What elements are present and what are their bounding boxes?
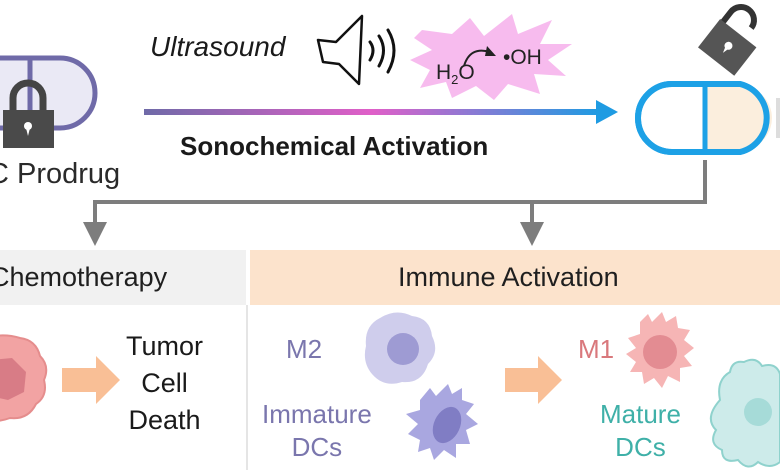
immune-flow-arrow-icon: [505, 356, 562, 404]
hydroxyl-radical-label: •OH: [503, 46, 542, 69]
panel-divider: [246, 305, 248, 470]
reaction-arrowhead-icon: [485, 46, 496, 56]
ultrasound-label: Ultrasound: [150, 31, 286, 62]
mature-dc-label: Mature DCs: [600, 399, 681, 462]
m2-label: M2: [286, 334, 323, 364]
padlock-open-icon: [698, 4, 757, 76]
water-h: H: [436, 61, 452, 84]
chemo-flow-arrow-icon: [62, 356, 120, 404]
branch-connector: [93, 160, 707, 226]
tumor-cell-death-label: Tumor Cell Death: [126, 331, 204, 435]
water-subscript: 2: [451, 72, 459, 88]
immature-dc-icon: [406, 384, 478, 460]
tumor-cell-icon: [0, 334, 48, 422]
mature-dc-icon: [709, 358, 780, 468]
active-capsule-icon: [635, 81, 772, 155]
prodrug-label: C Prodrug: [0, 158, 121, 190]
speaker-icon: [316, 14, 364, 86]
water-formula: H2O: [436, 62, 475, 86]
starburst-icon: [410, 14, 572, 100]
water-o: O: [458, 61, 475, 84]
sound-waves-icon: [368, 28, 396, 74]
chemotherapy-header: Chemotherapy: [0, 250, 246, 305]
padlock-closed-icon: [3, 79, 54, 148]
chemotherapy-title: Chemotherapy: [0, 262, 168, 292]
chemo-branch-arrowhead: [83, 222, 107, 246]
process-title: Sonochemical Activation: [180, 131, 489, 161]
m2-macrophage-icon: [364, 312, 436, 384]
m1-macrophage-icon: [626, 312, 694, 388]
immature-dc-label: Immature DCs: [262, 399, 372, 462]
immune-activation-title: Immune Activation: [398, 262, 619, 292]
m1-label: M1: [578, 334, 615, 364]
edge-element: [776, 98, 780, 138]
activation-arrow: [144, 100, 618, 124]
immune-activation-header: Immune Activation: [250, 250, 780, 305]
immune-branch-arrowhead: [520, 222, 544, 246]
